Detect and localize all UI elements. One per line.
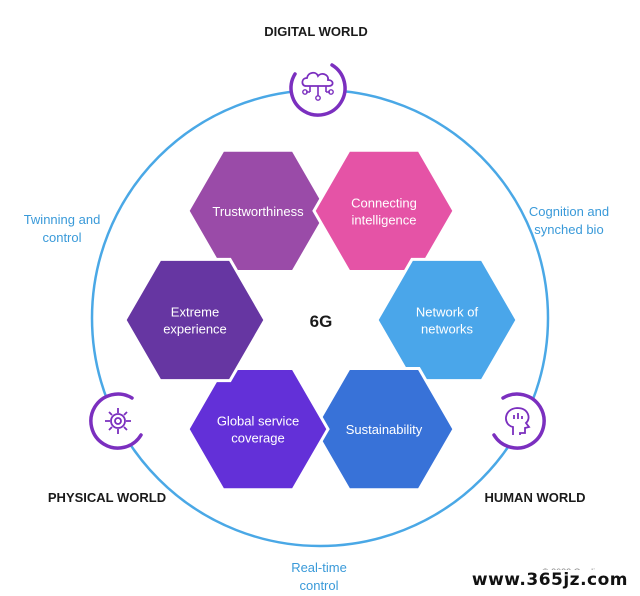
physical-world-label: PHYSICAL WORLD (48, 490, 166, 505)
hexagon-label: intelligence (351, 212, 416, 227)
hexagon-label: experience (163, 322, 227, 337)
cognition-label-line2: synched bio (534, 222, 603, 237)
hexagon-trustworthiness: Trustworthiness (186, 148, 330, 273)
watermark: www.365jz.com (467, 570, 632, 590)
hexagon-shape (375, 257, 519, 383)
hexagon-label: networks (421, 322, 474, 337)
center-label: 6G (310, 312, 333, 331)
hexagon-label: Trustworthiness (212, 204, 304, 219)
hexagon-shape (186, 367, 330, 492)
hexagon-shape (312, 148, 456, 273)
realtime-label-line1: Real-time (291, 560, 347, 575)
hexagon-extreme-experience: Extreme experience (123, 257, 267, 383)
cloud-network-icon (289, 61, 347, 117)
hexagon-shape (123, 257, 267, 383)
twinning-label-line1: Twinning and (24, 212, 101, 227)
hexagon-label: Connecting (351, 195, 417, 210)
digital-world-label: DIGITAL WORLD (264, 24, 368, 39)
twinning-label-line2: control (42, 230, 81, 245)
human-world-label: HUMAN WORLD (484, 490, 585, 505)
gear-icon (89, 392, 145, 450)
cognition-label-line1: Cognition and (529, 204, 609, 219)
hexagon-label: Sustainability (346, 422, 423, 437)
hexagon-label: Global service (217, 414, 299, 429)
hexagon-network-of-networks: Network of networks (375, 257, 519, 383)
hexagon-label: coverage (231, 431, 284, 446)
hexagon-global-service-coverage: Global service coverage (186, 367, 330, 492)
hexagon-shape (186, 148, 330, 273)
hexagon-sustainability: Sustainability (312, 367, 456, 492)
head-ai-icon (490, 392, 546, 450)
hexagon-connecting-intelligence: Connecting intelligence (312, 148, 456, 273)
realtime-label-line2: control (299, 578, 338, 593)
hexagon-cluster: Trustworthiness Connecting intelligenceNet… (123, 148, 519, 492)
hexagon-label: Network of (416, 305, 479, 320)
hexagon-label: Extreme (171, 305, 219, 320)
